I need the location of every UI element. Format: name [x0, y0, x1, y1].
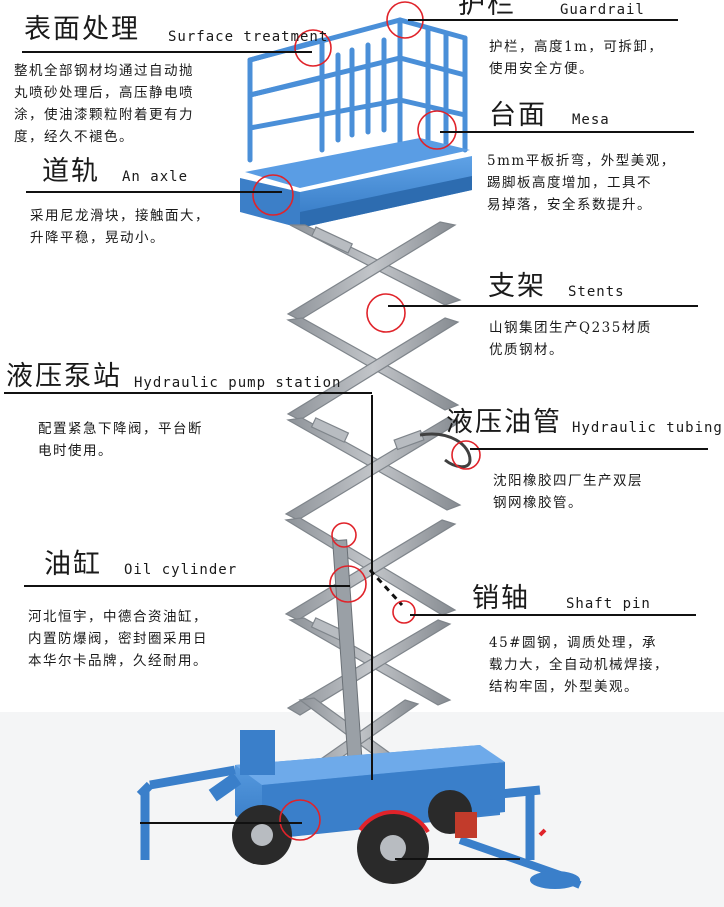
shaft-pin-title-en: Shaft pin: [566, 596, 651, 612]
platform-mesa: [240, 138, 472, 228]
callout-markers: [252, 1, 547, 841]
guardrail: [247, 17, 468, 163]
pump-station-desc: 配置紧急下降阀，平台断 电时使用。: [38, 418, 203, 462]
stents-title-en: Stents: [568, 284, 625, 300]
guardrail-title-cn: 护栏: [458, 0, 516, 20]
stents-desc: 山钢集团生产Q235材质 优质钢材。: [489, 317, 652, 361]
cylinder-desc: 河北恒宇，中德合资油缸， 内置防爆阀，密封圈采用日 本华尔卡品牌，久经耐用。: [28, 606, 208, 672]
desc-line: 河北恒宇，中德合资油缸，: [28, 609, 208, 625]
desc-line: 度，经久不褪色。: [14, 129, 134, 145]
axle-desc: 采用尼龙滑块，接触面大， 升降平稳，晃动小。: [30, 205, 210, 249]
guardrail-title-en: Guardrail: [560, 2, 645, 18]
desc-line: 配置紧急下降阀，平台断: [38, 421, 203, 437]
leader-surface-treatment: [22, 51, 312, 53]
pump-station-title-cn: 液压泵站: [6, 361, 122, 392]
leader-cylinder: [24, 585, 350, 587]
desc-line: 踢脚板高度增加，工具不: [487, 175, 652, 191]
desc-line: 整机全部钢材均通过自动抛: [14, 63, 194, 79]
tubing-desc: 沈阳橡胶四厂生产双层 钢网橡胶管。: [493, 470, 643, 514]
mesa-desc: 5mm平板折弯，外型美观， 踢脚板高度增加，工具不 易掉落，安全系数提升。: [487, 150, 676, 216]
guardrail-desc: 护栏，高度1m，可拆卸， 使用安全方便。: [489, 36, 663, 80]
leader-guardrail: [408, 19, 678, 21]
shaft-pin-desc: 45#圆钢，调质处理，承 载力大，全自动机械焊接， 结构牢固，外型美观。: [489, 632, 669, 698]
desc-line: 涂，使油漆颗粒附着更有力: [14, 107, 194, 123]
desc-line: 升降平稳，晃动小。: [30, 230, 165, 246]
surface-treatment-desc: 整机全部钢材均通过自动抛 丸喷砂处理后，高压静电喷 涂，使油漆颗粒附着更有力 度…: [14, 60, 194, 148]
cylinder-title-cn: 油缸: [44, 549, 102, 580]
hydraulic-tubing: [419, 432, 472, 469]
leader-base-left: [140, 822, 302, 824]
desc-line: 本华尔卡品牌，久经耐用。: [28, 653, 208, 669]
pump-station-title-en: Hydraulic pump station: [134, 375, 342, 391]
desc-line: 沈阳橡胶四厂生产双层: [493, 473, 643, 489]
leader-base-right: [395, 858, 520, 860]
desc-line: 优质钢材。: [489, 342, 564, 358]
desc-line: 电时使用。: [38, 443, 113, 459]
desc-line: 内置防爆阀，密封圈采用日: [28, 631, 208, 647]
base-chassis: [136, 730, 582, 889]
axle-title-cn: 道轨: [42, 156, 100, 187]
scissor-stack: [284, 221, 462, 779]
desc-line: 采用尼龙滑块，接触面大，: [30, 208, 210, 224]
desc-line: 5mm平板折弯，外型美观，: [487, 153, 676, 169]
desc-line: 钢网橡胶管。: [493, 495, 583, 511]
mesa-title-en: Mesa: [572, 112, 610, 128]
desc-line: 结构牢固，外型美观。: [489, 679, 639, 695]
desc-line: 护栏，高度1m，可拆卸，: [489, 39, 664, 55]
surface-treatment-title-en: Surface treatment: [168, 29, 329, 45]
tubing-title-en: Hydraulic tubing: [572, 420, 723, 436]
cylinder-title-en: Oil cylinder: [124, 562, 238, 578]
wheels: [232, 790, 477, 884]
mesa-title-cn: 台面: [489, 100, 547, 131]
desc-line: 易掉落，安全系数提升。: [487, 197, 652, 213]
leader-tubing: [470, 448, 708, 450]
desc-line: 丸喷砂处理后，高压静电喷: [14, 85, 194, 101]
leader-stents: [388, 305, 698, 307]
desc-line: 载力大，全自动机械焊接，: [489, 657, 669, 673]
axle-title-en: An axle: [122, 169, 189, 185]
desc-line: 使用安全方便。: [489, 61, 594, 77]
leader-axle: [26, 191, 282, 193]
shaft-pin-title-cn: 销轴: [472, 583, 530, 614]
surface-treatment-title-cn: 表面处理: [24, 14, 140, 45]
leader-mesa: [440, 131, 694, 133]
desc-line: 山钢集团生产Q235材质: [489, 320, 652, 336]
leader-shaft-pin: [410, 614, 696, 616]
desc-line: 45#圆钢，调质处理，承: [489, 635, 657, 651]
leader-pump-station: [4, 392, 372, 394]
tubing-title-cn: 液压油管: [446, 407, 562, 438]
stents-title-cn: 支架: [488, 271, 546, 302]
